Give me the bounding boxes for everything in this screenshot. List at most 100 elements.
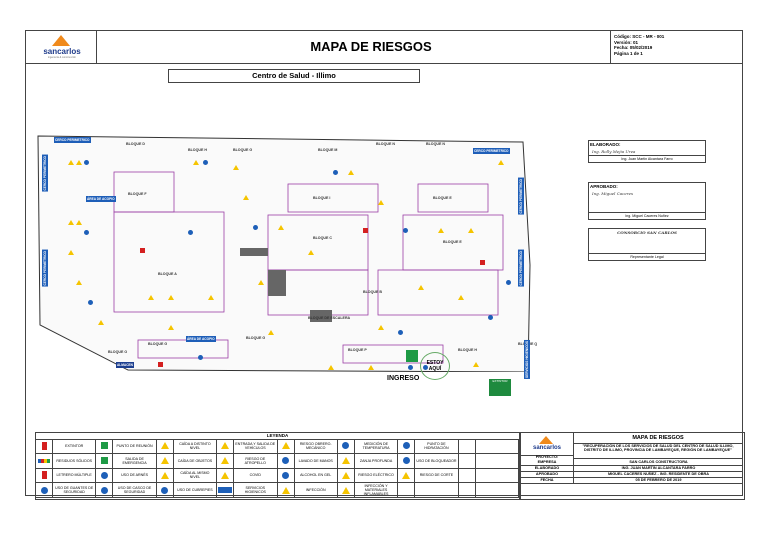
signature: Ing. Miguel Caceres xyxy=(592,191,634,196)
mandatory-icon xyxy=(188,230,193,235)
blue-icon xyxy=(157,483,174,497)
legend-item: LETRERO MÚLTIPLE xyxy=(36,468,97,484)
warn-icon xyxy=(157,453,174,468)
extinguisher-icon xyxy=(480,260,485,265)
warn-symbol-icon xyxy=(281,442,290,450)
blue-icon xyxy=(96,483,114,497)
warning-icon xyxy=(208,295,214,300)
legend-item xyxy=(458,453,519,469)
legend-item-label: ENTRADA Y SALIDA DE VEHÍCULOS xyxy=(235,441,276,450)
row-value: SAN CARLOS CONSTRUCTORA xyxy=(629,460,688,464)
legend-item-label: COVID xyxy=(249,473,261,478)
legend-item xyxy=(458,483,519,498)
project-description: "RECUPERACIÓN DE LOS SERVICIOS DE SALUD … xyxy=(573,443,743,459)
legend-item-label: CAÍDA DE OBJETOS xyxy=(177,458,213,463)
perimeter-vertical-label: CERCO PERIMETRICO xyxy=(518,178,524,215)
warning-icon xyxy=(68,160,74,165)
warning-icon xyxy=(98,320,104,325)
legend-item-label: RIESGO DE ATROPELLO xyxy=(244,456,266,465)
signature: Ing. Rolly Mejia Urea xyxy=(592,149,636,154)
approval-label: ELABORADO: xyxy=(590,142,621,147)
approval-legal: CONSORCIO SAN CARLOS Representante Legal xyxy=(588,228,706,261)
legend-item: USO DE GUANTES DE SEGURIDAD xyxy=(36,483,97,498)
legend-item-label: USO DE BLOQUEADOR xyxy=(416,458,457,463)
warning-icon xyxy=(168,325,174,330)
row-key: ELABORADO xyxy=(521,465,574,471)
legend-item-label: LETRERO MÚLTIPLE xyxy=(56,473,92,478)
warn-symbol-icon xyxy=(221,457,230,465)
warning-icon xyxy=(378,325,384,330)
warn-symbol-icon xyxy=(221,471,230,479)
warning-icon xyxy=(468,228,474,233)
legend-item: USO DE CUBREPIES xyxy=(156,483,218,498)
legend-item-label: INFECCIÓN Y MATERIALES INFLAMABLES xyxy=(363,484,389,497)
block-label: BLOQUE D xyxy=(126,142,145,146)
warning-icon xyxy=(168,295,174,300)
page-line: Página 1 de 1 xyxy=(614,50,643,56)
red-icon xyxy=(36,439,53,453)
meeting-point-icon xyxy=(406,350,418,362)
legend-item: RIESGO ELÉCTRICO xyxy=(337,468,399,484)
version-line: Versión: 01 xyxy=(614,39,639,45)
legend-item-label: USO DE CUBREPIES xyxy=(177,488,213,493)
legend-item: PUNTO DE REUNIÓN xyxy=(96,439,157,454)
warning-icon xyxy=(348,170,354,175)
legend-item: SALIDA DE EMERGENCIA xyxy=(96,453,157,469)
date-line: Fecha: 05/02/2019 xyxy=(614,45,653,50)
blue-symbol-icon xyxy=(100,471,108,479)
legend-item: RESIDUOS SÓLIDOS xyxy=(36,453,97,469)
blue-symbol-icon xyxy=(100,486,108,494)
mandatory-icon xyxy=(203,160,208,165)
legend-item-label: SERVICIOS HIGIENICOS xyxy=(244,486,266,495)
warn-icon xyxy=(217,468,235,483)
legend-item: LAVADO DE MANOS xyxy=(277,453,338,469)
mandatory-icon xyxy=(84,160,89,165)
document-code: Código: SCC - MR - 001 Versión: 01 Fecha… xyxy=(614,34,664,56)
row-value: 05 DE FEBRERO DE 2019 xyxy=(635,478,682,482)
legend-item: USO DE CASCO DE SEGURIDAD xyxy=(96,483,157,498)
block-label: BLOQUE E xyxy=(443,240,462,244)
block-label: BLOQUE O xyxy=(108,350,128,354)
block-label: BLOQUE DE ESCALERA xyxy=(308,316,351,320)
legend-item-label: ALCOHOL EN GEL xyxy=(300,473,332,478)
mandatory-icon xyxy=(198,355,203,360)
logo-tagline: ingeniería & construcción xyxy=(47,56,77,59)
legend-item-label: CAÍDA AL MISMO NIVEL xyxy=(180,471,210,480)
legend-item: SERVICIOS HIGIENICOS xyxy=(217,483,278,498)
block-label: BLOQUE P xyxy=(348,348,367,352)
warning-icon xyxy=(418,285,424,290)
block-label: BLOQUE M xyxy=(318,148,338,152)
warn-symbol-icon xyxy=(160,471,169,479)
signer-name: Ing. Miguel Caceres Nuñez xyxy=(589,212,705,219)
mandatory-icon xyxy=(88,300,93,305)
legend-item: CAÍDA A DISTINTO NIVEL xyxy=(156,439,218,454)
legend-item: CAÍDA AL MISMO NIVEL xyxy=(156,468,218,484)
legend-item: INFECCIÓN xyxy=(277,483,338,498)
legend-item-label: SALIDA DE EMERGENCIA xyxy=(122,456,147,465)
legend-item: RIESGO OBRERO-MECÁNICO xyxy=(277,439,338,454)
warn-symbol-icon xyxy=(160,442,169,450)
warn-symbol-icon xyxy=(341,471,350,479)
block-label: BLOQUE H xyxy=(458,348,477,352)
warning-icon xyxy=(278,225,284,230)
warn-symbol-icon xyxy=(221,442,230,450)
perimeter-label: CERCO PERIMETRICO xyxy=(473,148,510,154)
title-block-logo: sancarlos xyxy=(521,433,574,456)
legend-item-label: RIESGO OBRERO-MECÁNICO xyxy=(299,441,332,450)
empty-icon-slot xyxy=(459,453,476,468)
mandatory-icon xyxy=(253,225,258,230)
warning-icon xyxy=(458,295,464,300)
row-value: ING. JUAN MARTIN ALCANTARA FARRO xyxy=(621,466,696,470)
blue-symbol-icon xyxy=(402,442,410,450)
multi-icon xyxy=(36,453,53,468)
warning-icon xyxy=(148,295,154,300)
legend-item: EXTINTOR xyxy=(36,439,97,454)
warehouse-label: ALMACEN xyxy=(116,362,134,368)
block-label: BLOQUE G xyxy=(233,148,253,152)
warning-icon xyxy=(68,250,74,255)
mandatory-icon xyxy=(333,170,338,175)
warn-icon xyxy=(278,439,295,453)
risk-map-sheet: sancarlos ingeniería & construcción MAPA… xyxy=(25,30,743,496)
legend-item xyxy=(458,468,519,484)
warning-icon xyxy=(76,280,82,285)
